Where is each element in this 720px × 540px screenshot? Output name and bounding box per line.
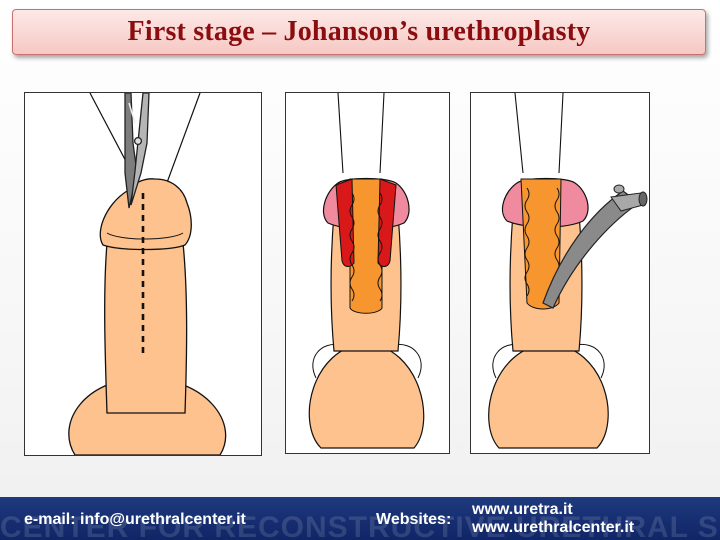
footer-websites-label: Websites: [376, 511, 452, 528]
figure-panel-catheter [470, 92, 650, 454]
footer-website-link[interactable]: www.uretra.it [472, 501, 573, 518]
footer-bar: CENTER FOR RECONSTRUCTIVE URETHRAL SURGE… [0, 497, 720, 540]
catheter-illustration-icon [488, 93, 648, 449]
footer-watermark: CENTER FOR RECONSTRUCTIVE URETHRAL SURGE… [0, 511, 720, 540]
incision-illustration-icon [68, 93, 227, 455]
footer-email[interactable]: e-mail: info@urethralcenter.it [24, 511, 246, 528]
slide-title: First stage – Johanson’s urethroplasty [127, 16, 591, 47]
figure-panel-opened-urethra [285, 92, 450, 454]
figure-panel-incision [24, 92, 262, 456]
footer-website-link[interactable]: www.urethralcenter.it [472, 519, 635, 536]
urethra-opened-illustration-icon [308, 93, 425, 449]
title-box: First stage – Johanson’s urethroplasty [12, 9, 706, 55]
